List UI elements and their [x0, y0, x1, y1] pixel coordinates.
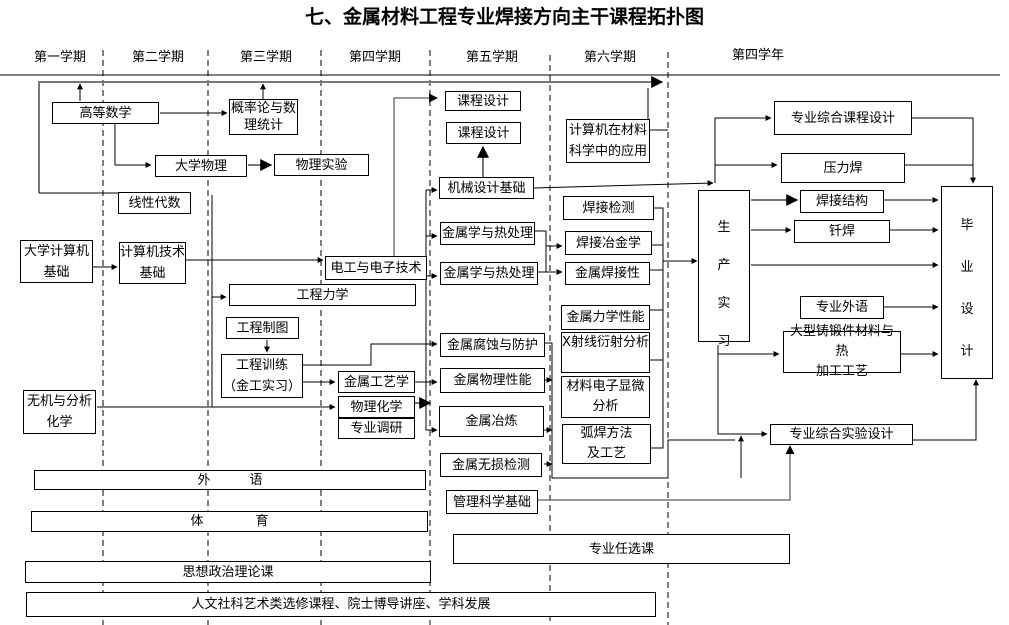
course-metal-physical-properties: 金属物理性能: [440, 368, 545, 393]
course-college-computer-basics: 大学计算机 基础: [20, 240, 93, 283]
course-professional-research: 专业调研: [338, 418, 415, 439]
course-design-2: 课程设计: [446, 122, 521, 144]
course-arc-welding: 弧焊方法 及工艺: [562, 424, 651, 464]
course-professional-electives: 专业任选课: [453, 534, 790, 564]
course-probability-statistics: 概率论与数 理统计: [229, 99, 298, 135]
course-metal-mechanical-properties: 金属力学性能: [561, 305, 650, 330]
course-welding-structures: 焊接结构: [800, 190, 884, 213]
year-4-header: 第四学年: [732, 48, 785, 63]
course-brazing: 钎焊: [794, 220, 890, 243]
general-political-theory: 思想政治理论课: [25, 561, 431, 583]
course-mechanical-design: 机械设计基础: [439, 177, 534, 199]
course-linear-algebra: 线性代数: [118, 192, 191, 214]
course-welding-inspection: 焊接检测: [563, 196, 654, 220]
course-physics-lab: 物理实验: [274, 154, 369, 176]
course-electrical-electronics: 电工与电子技术: [325, 256, 427, 280]
course-metal-weldability: 金属焊接性: [565, 262, 650, 285]
course-inorganic-analytical-chemistry: 无机与分析 化学: [23, 390, 96, 434]
semester-dividers: [102, 50, 669, 625]
course-college-physics: 大学物理: [155, 155, 247, 177]
course-management-science: 管理科学基础: [446, 490, 538, 514]
course-computer-in-materials: 计算机在材料 科学中的应用: [566, 119, 650, 163]
course-metallography-heat-treatment-2: 金属学与热处理: [440, 262, 538, 285]
diagram-title: 七、金属材料工程专业焊接方向主干课程拓扑图: [304, 6, 704, 28]
semester-6-header: 第六学期: [584, 50, 637, 65]
course-computer-technology-basics: 计算机技术 基础: [119, 242, 186, 284]
general-humanities-electives: 人文社科艺术类选修课程、院士博导讲座、学科发展: [26, 592, 656, 617]
course-engineering-training: 工程训练 （金工实习）: [221, 354, 303, 398]
general-foreign-language: 外 语: [34, 470, 426, 490]
course-production-practice: 生 产 实 习: [698, 190, 750, 349]
course-comprehensive-experiment: 专业综合实验设计: [770, 424, 913, 445]
course-engineering-drawing: 工程制图: [226, 317, 299, 339]
semester-5-header: 第五学期: [466, 50, 519, 65]
course-metallography-heat-treatment-1: 金属学与热处理: [440, 222, 535, 245]
course-metal-smelting: 金属冶炼: [439, 406, 544, 437]
semester-3-header: 第三学期: [240, 50, 293, 65]
course-metal-technology: 金属工艺学: [338, 371, 415, 393]
general-physical-education: 体 育: [31, 511, 428, 532]
course-metal-corrosion: 金属腐蚀与防护: [440, 333, 545, 357]
course-xray-diffraction: X射线衍射分析: [561, 332, 650, 373]
course-design-1: 课程设计: [445, 91, 521, 111]
course-welding-metallurgy: 焊接冶金学: [565, 231, 652, 255]
course-nondestructive-testing: 金属无损检测: [440, 453, 542, 477]
course-comprehensive-design: 专业综合课程设计: [774, 101, 912, 135]
course-graduation-project: 毕 业 设 计: [941, 186, 993, 379]
semester-2-header: 第二学期: [132, 50, 185, 65]
course-electron-microscopy: 材料电子显微 分析: [561, 376, 650, 418]
course-pressure-welding: 压力焊: [781, 153, 905, 183]
course-advanced-math: 高等数学: [52, 102, 159, 124]
semester-4-header: 第四学期: [349, 50, 402, 65]
course-professional-english: 专业外语: [800, 296, 884, 319]
course-large-castings-forgings: 大型铸锻件材料与热 加工工艺: [783, 324, 901, 379]
course-engineering-mechanics: 工程力学: [229, 284, 416, 306]
semester-1-header: 第一学期: [34, 50, 87, 65]
course-physical-chemistry: 物理化学: [338, 396, 415, 418]
